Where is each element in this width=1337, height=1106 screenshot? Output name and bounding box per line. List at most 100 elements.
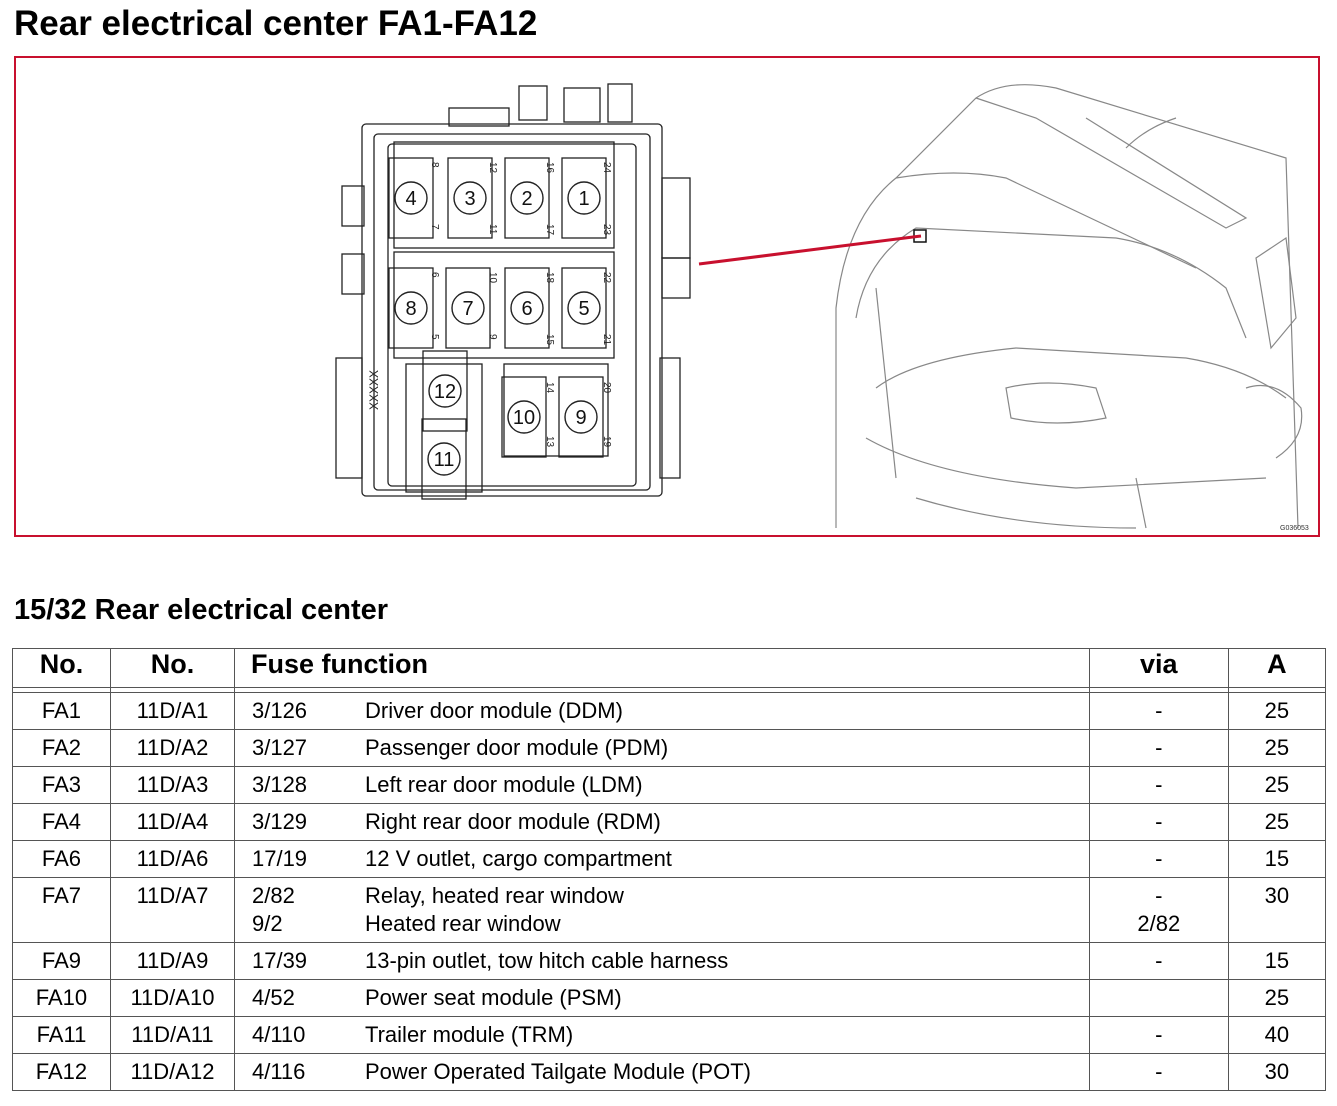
cell-connector-no: 11D/A4 (109, 803, 235, 841)
housing-tab (607, 83, 633, 123)
fuse-function-description: 13-pin outlet, tow hitch cable harness (364, 948, 729, 973)
fuse-block-right (503, 363, 609, 457)
connector-label: XXXXX (367, 370, 381, 410)
cell-via: - (1088, 1016, 1229, 1054)
cell-fuse-no: FA6 (12, 840, 111, 878)
pin-number: 9 (487, 334, 498, 340)
cell-fuse-no: FA10 (12, 979, 111, 1017)
side-clip (335, 357, 363, 479)
fuse-block-upper (393, 141, 615, 249)
cell-amperage: 25 (1227, 766, 1327, 804)
fuse-slot-10: 10 (501, 376, 547, 458)
cell-connector-no: 11D/A7 (109, 877, 235, 943)
cell-amperage: 25 (1227, 803, 1327, 841)
location-pointer-line (698, 234, 922, 266)
pin-number: 17 (544, 224, 555, 236)
svg-text:11: 11 (434, 449, 455, 471)
section-title: 15/32 Rear electrical center (14, 594, 389, 626)
fuse-slot-8: 8 (388, 267, 434, 349)
cell-connector-no: 11D/A9 (109, 942, 235, 980)
fuse-slot-12: 12 (422, 350, 468, 432)
housing-tab (518, 85, 548, 121)
fuse-function-code: 17/19 (251, 846, 308, 871)
cell-fuse-no: FA9 (12, 942, 111, 980)
fuse-block-left (405, 363, 483, 493)
cell-fuse-no: FA3 (12, 766, 111, 804)
table-header-row: No. No. Fuse function via A (12, 648, 1327, 688)
fuse-slot-5: 5 (561, 267, 607, 349)
cell-connector-no: 11D/A10 (109, 979, 235, 1017)
housing-tab (563, 87, 601, 123)
svg-text:10: 10 (513, 407, 535, 429)
fuse-function-description: Trailer module (TRM) (364, 1022, 574, 1047)
header-via: via (1088, 648, 1229, 688)
fuse-slot-3: 3 (447, 157, 493, 239)
svg-text:6: 6 (521, 298, 532, 320)
fuse-function-description: Power seat module (PSM) (364, 985, 622, 1010)
car-outline-stroke (1135, 477, 1147, 529)
fuse-function-code: 3/128 (251, 772, 308, 797)
pin-number: 21 (601, 334, 612, 346)
cell-amperage: 30 (1227, 1053, 1327, 1091)
cell-via: - (1088, 692, 1229, 730)
pin-number: 7 (429, 224, 440, 230)
car-outline-stroke (1245, 384, 1303, 459)
fuse-slot-1: 1 (561, 157, 607, 239)
pin-number: 16 (544, 162, 555, 174)
cell-fuse-no: FA7 (12, 877, 111, 943)
header-amperage: A (1227, 648, 1327, 688)
fuse-function-description: Passenger door module (PDM) (364, 735, 669, 760)
fuse-function-description: Power Operated Tailgate Module (POT) (364, 1059, 751, 1084)
fuse-slot-11: 11 (421, 418, 467, 500)
car-outline-stroke (875, 287, 897, 479)
fuse-function-description: Right rear door module (RDM) (364, 809, 661, 834)
fuse-function-code: 17/39 (251, 948, 308, 973)
cell-connector-no: 11D/A1 (109, 692, 235, 730)
pin-number: 22 (601, 272, 612, 284)
svg-text:1: 1 (578, 188, 589, 210)
cell-fuse-function: 17/39 13-pin outlet, tow hitch cable harn… (233, 942, 1090, 980)
cell-connector-no: 11D/A3 (109, 766, 235, 804)
svg-text:8: 8 (405, 298, 416, 320)
cell-via (1088, 979, 1229, 1017)
fuse-slot-7: 7 (445, 267, 491, 349)
pin-number: 18 (544, 272, 555, 284)
pin-number: 10 (487, 272, 498, 284)
fuse-function-description: Left rear door module (LDM) (364, 772, 643, 797)
car-outline-stroke (895, 172, 1197, 269)
car-outline-stroke (835, 84, 1299, 529)
cell-via: - (1088, 729, 1229, 767)
table-spacer (12, 687, 1327, 693)
pin-number: 24 (601, 162, 612, 174)
pin-number: 6 (429, 272, 440, 278)
side-clip (661, 257, 691, 299)
cell-via: - (1088, 1053, 1229, 1091)
pin-number: 23 (601, 224, 612, 236)
side-clip (659, 357, 681, 479)
cell-via: - (1088, 942, 1229, 980)
fuse-function-code: 3/127 (251, 735, 308, 760)
cell-fuse-no: FA12 (12, 1053, 111, 1091)
fuse-slot-4: 4 (388, 157, 434, 239)
pin-number: 15 (544, 334, 555, 346)
housing-tab (448, 107, 510, 127)
cell-via: -2/82 (1088, 877, 1229, 943)
fuse-block-middle (393, 251, 615, 359)
cell-via: - (1088, 840, 1229, 878)
pin-number: 11 (487, 224, 498, 235)
car-outline-stroke (1125, 117, 1177, 149)
